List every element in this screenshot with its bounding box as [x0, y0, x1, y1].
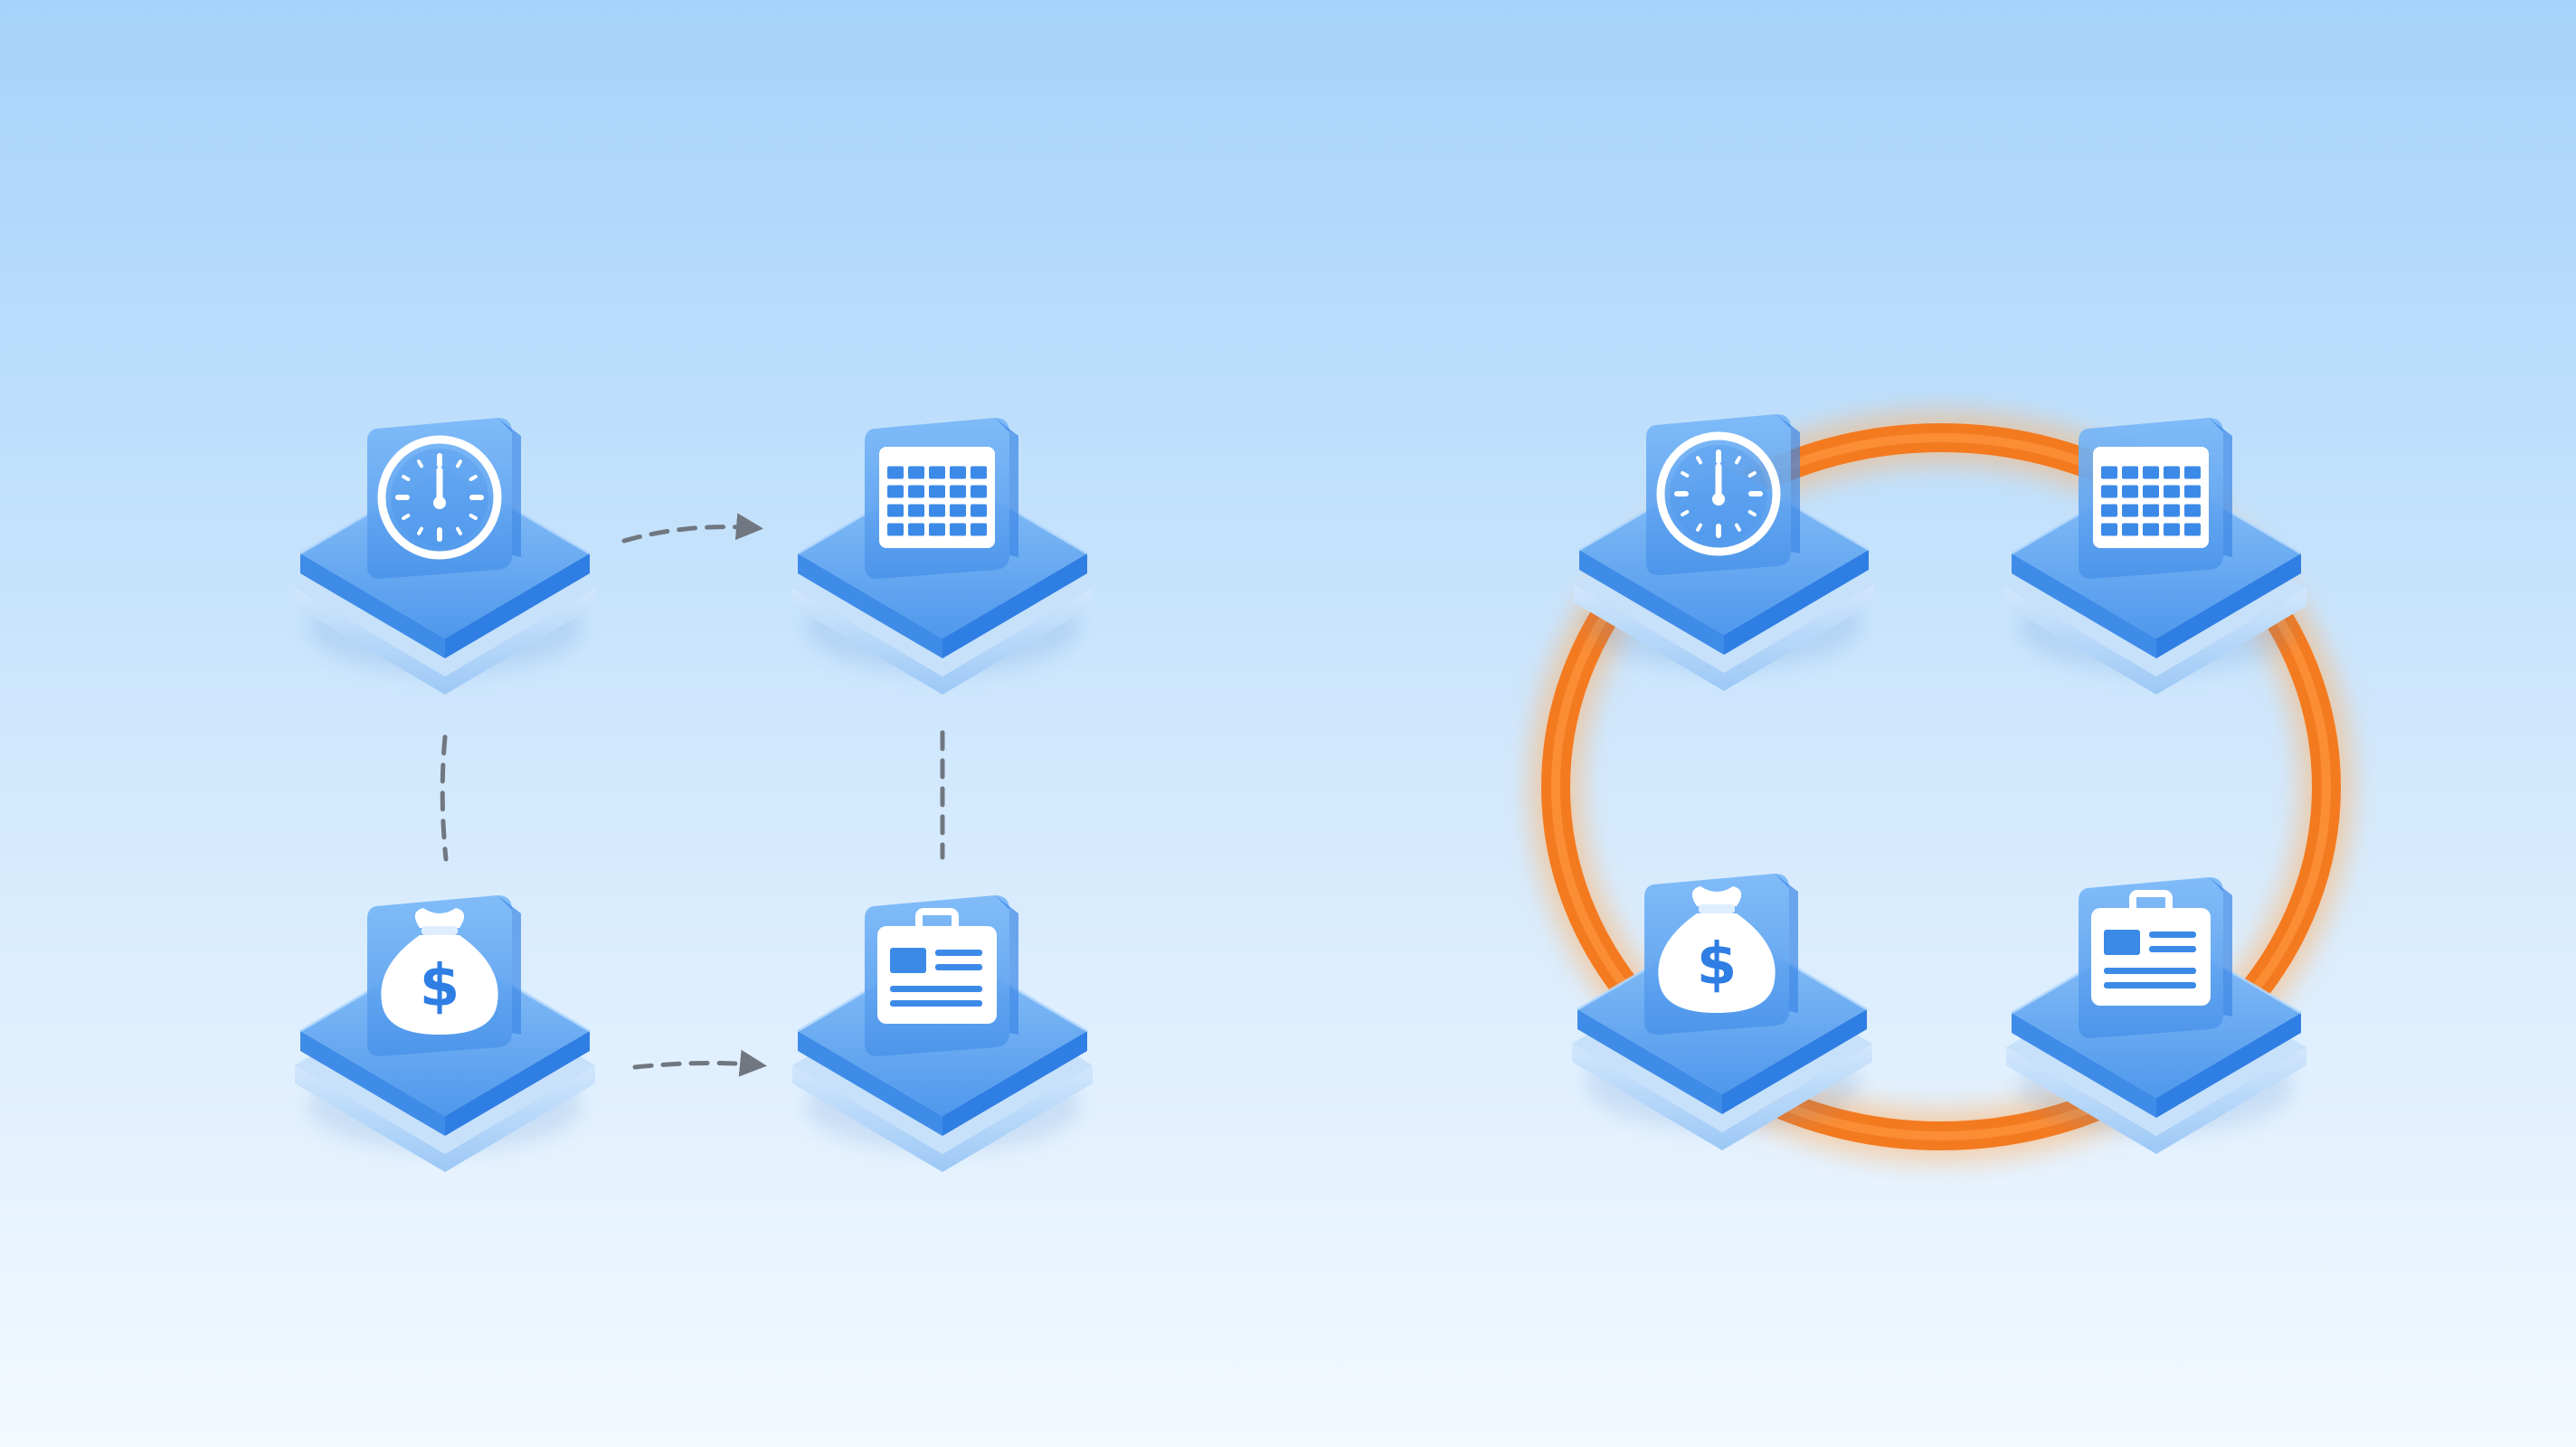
- dashed-arrow-time-to-schedule: [621, 513, 763, 544]
- dashed-line-time-to-cost: [440, 734, 449, 862]
- money-bag-icon: $: [381, 908, 498, 1035]
- icon-card: [865, 895, 1018, 1056]
- left-node-schedule: [792, 418, 1093, 695]
- id-card-icon: [877, 908, 997, 1024]
- right-node-resource: [2006, 877, 2306, 1154]
- money-bag-icon: $: [1658, 886, 1776, 1013]
- icon-card: [2079, 418, 2232, 579]
- right-node-time: [1574, 414, 1874, 691]
- left-node-cost: $: [295, 895, 595, 1172]
- id-card-icon: [2091, 890, 2211, 1006]
- right-node-schedule: [2006, 418, 2306, 695]
- cycle-ring: [1530, 411, 2353, 1162]
- icon-card: $: [1644, 874, 1798, 1035]
- icon-card: [2079, 877, 2232, 1038]
- right-node-cost: $: [1572, 874, 1872, 1150]
- calendar-grid-icon: [2093, 447, 2209, 548]
- left-node-time: [295, 418, 595, 695]
- svg-text:$: $: [1697, 932, 1738, 998]
- icon-card: [367, 418, 521, 579]
- left-connectors: [440, 513, 945, 1077]
- clock-icon: [1656, 431, 1781, 556]
- icon-card: [1646, 414, 1800, 575]
- calendar-grid-icon: [879, 447, 995, 548]
- icon-card: $: [367, 895, 521, 1056]
- icon-card: [865, 418, 1018, 579]
- clock-icon: [377, 435, 502, 560]
- left-node-resource: [792, 895, 1093, 1172]
- tiles-layer: $$: [295, 414, 2306, 1172]
- svg-text:$: $: [420, 953, 460, 1020]
- dashed-arrow-cost-to-resource: [632, 1049, 767, 1077]
